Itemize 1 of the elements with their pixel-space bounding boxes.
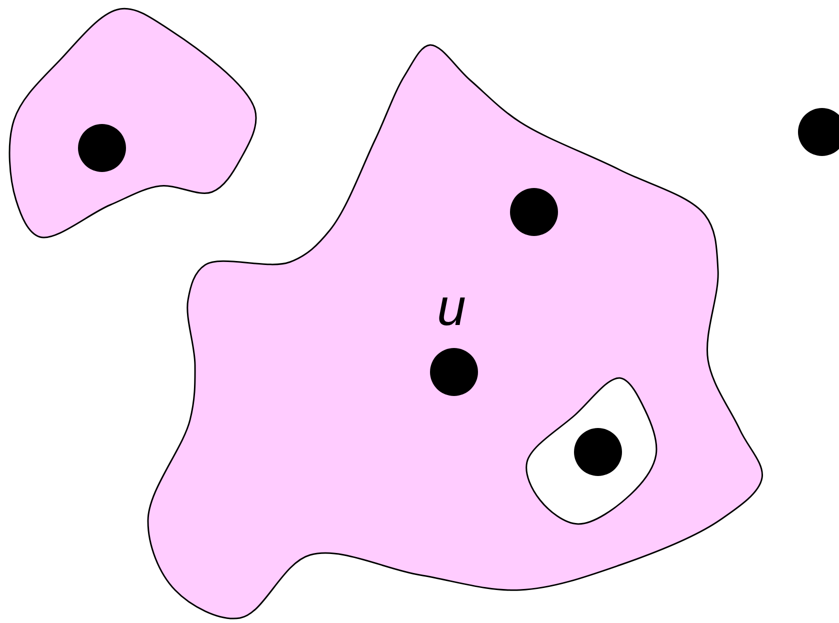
variable-label: u — [437, 282, 466, 334]
